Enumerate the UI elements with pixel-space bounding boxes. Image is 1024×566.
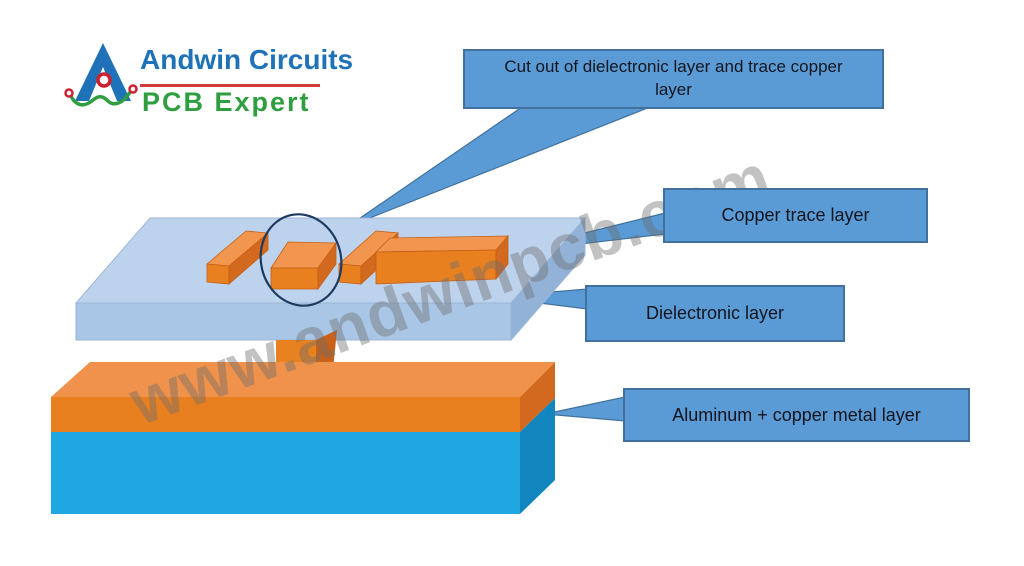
logo-tagline-text: PCB Expert — [142, 87, 311, 117]
copper-metal-slab — [51, 362, 555, 432]
callout-copper-trace-layer: Copper trace layer — [663, 188, 928, 243]
logo-mark — [64, 43, 138, 107]
copper-pad-circled — [270, 241, 337, 291]
logo-brand-text: Andwin Circuits — [140, 44, 354, 75]
logo-ring-right-icon — [128, 84, 138, 94]
highlight-ellipse — [259, 213, 343, 307]
callout-dielectric-label: Dielectronic layer — [645, 303, 785, 324]
logo-ring-center-icon — [96, 72, 112, 88]
logo-wave-icon — [68, 88, 134, 107]
logo-a-icon — [75, 43, 131, 101]
callout-cutout-label: Cut out of dielectronic layer and trace … — [504, 57, 843, 99]
logo: Andwin Circuits PCB Expert — [0, 0, 353, 125]
callout-aluminum-label: Aluminum + copper metal layer — [672, 404, 921, 425]
callout-pointer-aluminum — [544, 396, 626, 422]
copper-trace-small-bar — [206, 230, 269, 285]
logo-underline — [140, 84, 320, 87]
logo-ring-left-icon — [64, 88, 74, 98]
aluminum-base-slab — [51, 398, 555, 514]
callout-aluminum-layer: Aluminum + copper metal layer — [623, 388, 970, 442]
callout-dielectronic-layer: Dielectronic layer — [585, 285, 845, 342]
callout-cutout: Cut out of dielectronic layer and trace … — [463, 49, 884, 109]
callout-copper-label: Copper trace layer — [721, 205, 870, 226]
copper-trace-long-bar — [375, 234, 509, 285]
